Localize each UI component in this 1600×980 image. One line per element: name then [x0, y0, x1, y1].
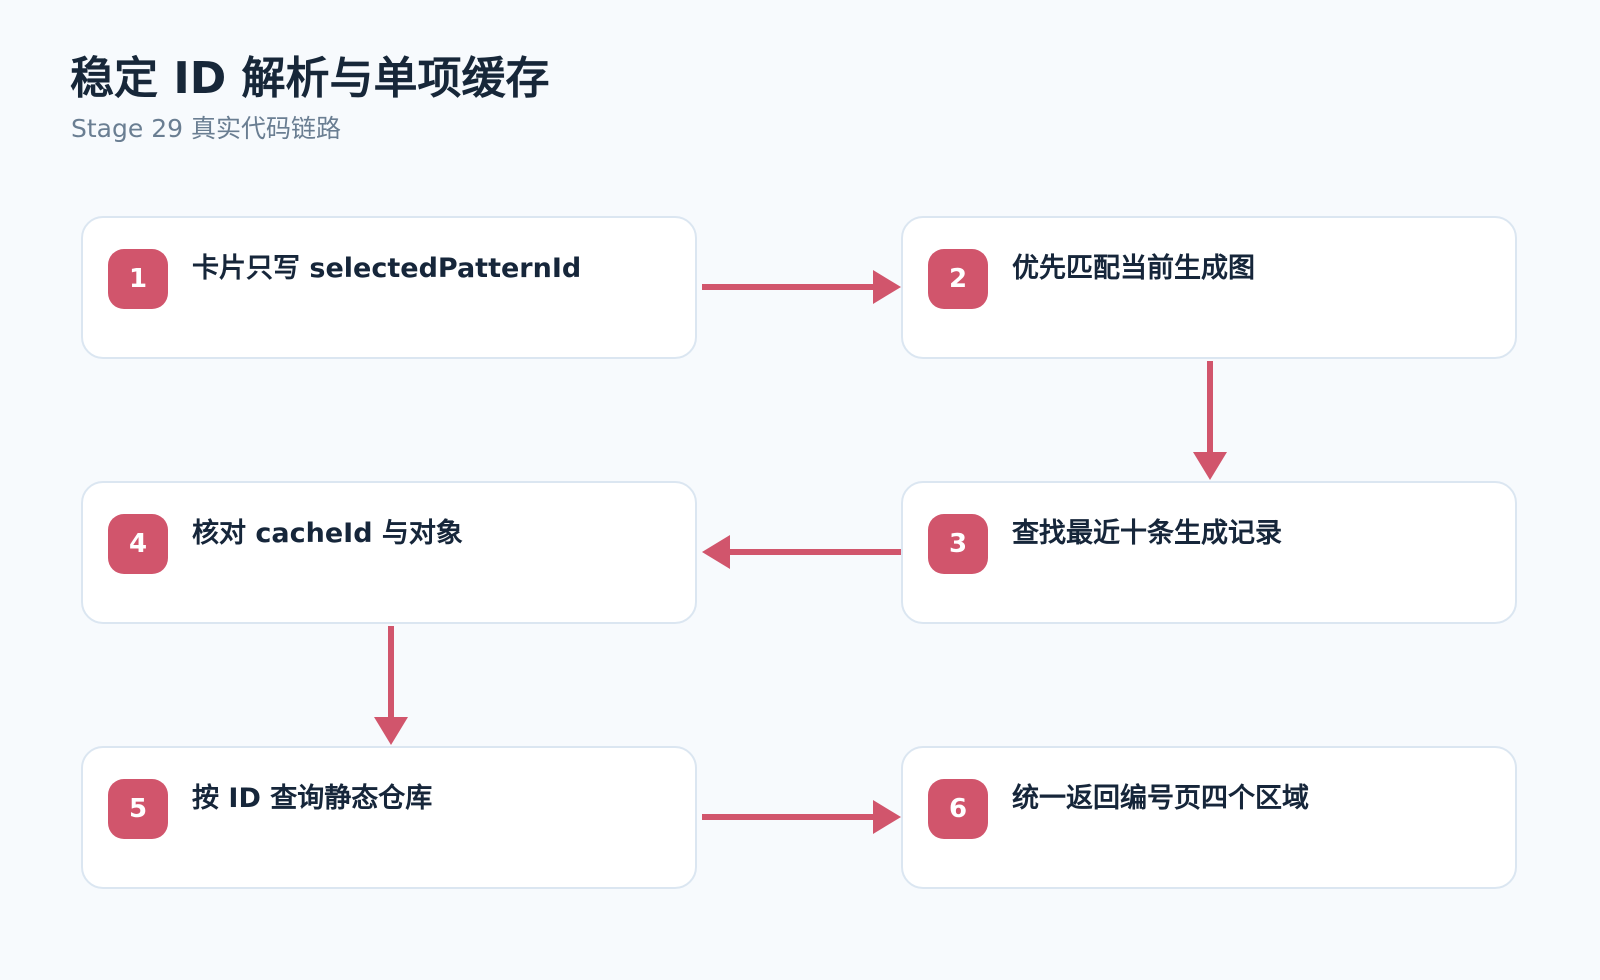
arrow-step5-to-step6 — [702, 800, 901, 834]
arrow-step1-to-step2 — [702, 270, 901, 304]
step-label: 核对 cacheId 与对象 — [192, 518, 463, 549]
step-number-badge: 1 — [108, 249, 168, 309]
step-number-badge: 2 — [928, 249, 988, 309]
step-card-2: 2 优先匹配当前生成图 — [901, 216, 1517, 359]
step-number-badge: 4 — [108, 514, 168, 574]
step-card-4: 4 核对 cacheId 与对象 — [81, 481, 697, 624]
step-label: 按 ID 查询静态仓库 — [192, 783, 433, 814]
step-label: 统一返回编号页四个区域 — [1012, 783, 1309, 814]
step-number-badge: 5 — [108, 779, 168, 839]
arrow-step3-to-step4 — [702, 535, 901, 569]
step-number-badge: 3 — [928, 514, 988, 574]
page-subtitle: Stage 29 真实代码链路 — [71, 114, 341, 143]
step-label: 卡片只写 selectedPatternId — [192, 253, 582, 284]
step-label: 优先匹配当前生成图 — [1012, 253, 1255, 284]
arrow-step4-to-step5 — [374, 626, 408, 745]
step-label: 查找最近十条生成记录 — [1012, 518, 1282, 549]
step-card-3: 3 查找最近十条生成记录 — [901, 481, 1517, 624]
step-number-badge: 6 — [928, 779, 988, 839]
step-card-6: 6 统一返回编号页四个区域 — [901, 746, 1517, 889]
step-card-1: 1 卡片只写 selectedPatternId — [81, 216, 697, 359]
arrow-step2-to-step3 — [1193, 361, 1227, 480]
page-title: 稳定 ID 解析与单项缓存 — [70, 53, 550, 104]
step-card-5: 5 按 ID 查询静态仓库 — [81, 746, 697, 889]
